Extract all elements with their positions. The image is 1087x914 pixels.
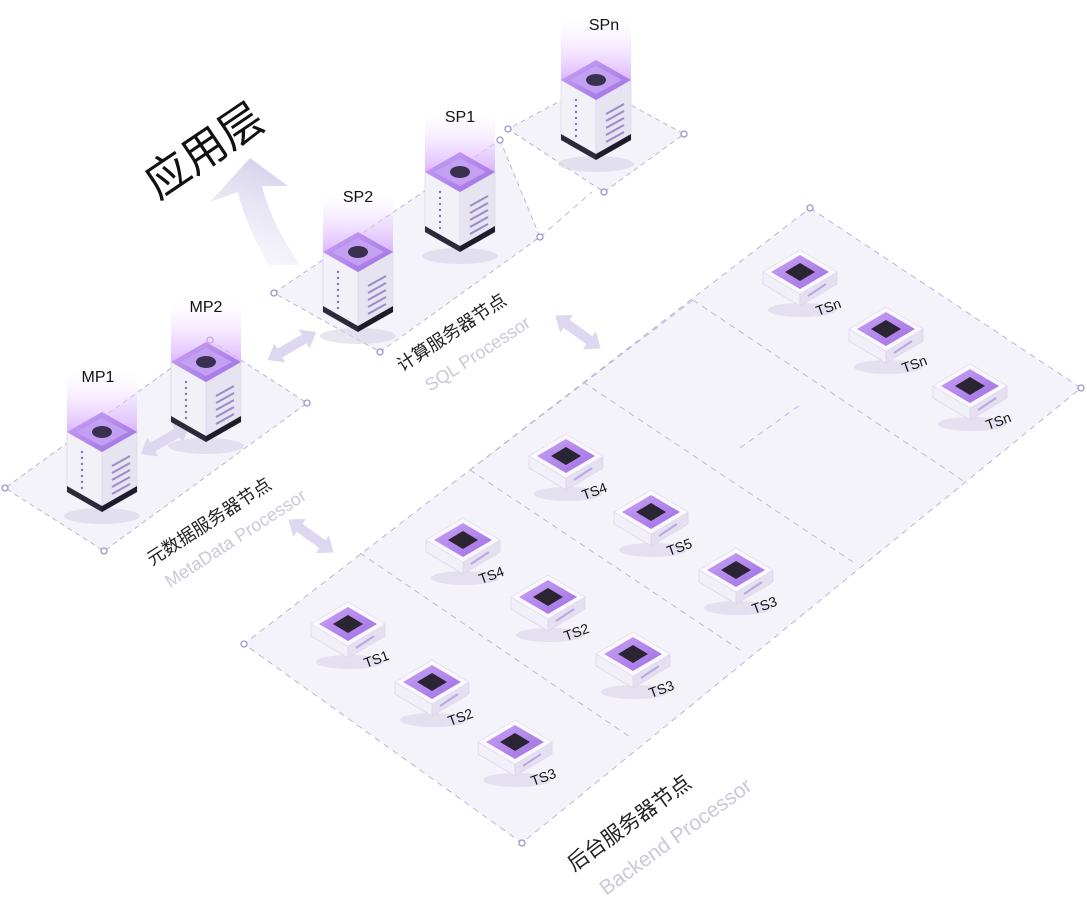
server-label: SP1	[445, 109, 475, 126]
server-mp2: MP2	[168, 299, 244, 454]
mp1-mp2-arrow	[140, 423, 190, 457]
server-label: MP2	[190, 299, 223, 316]
ts-node-ts1-a: TS1	[310, 601, 391, 671]
meta-sql-arrow	[267, 329, 317, 363]
server-label: MP1	[82, 369, 115, 386]
server-sp1: SP1	[422, 109, 498, 264]
server-towers: MP1 MP2 SP2 SP1 SPn	[64, 17, 634, 524]
ts-node-tsn-2: TSn	[848, 306, 929, 376]
ts-node-tsn-3: TSn	[932, 363, 1013, 433]
server-sp2: SP2	[320, 189, 396, 344]
plane-dividers	[359, 191, 969, 738]
app-layer-arrow	[210, 158, 300, 265]
server-mp1: MP1	[64, 369, 140, 524]
meta-backend-arrow	[288, 518, 334, 554]
ts-node-ts3-c: TS3	[698, 547, 779, 617]
sql-backend-arrow	[555, 314, 601, 350]
ts-node-ts4-b: TS4	[425, 517, 506, 587]
sql-plane	[273, 139, 541, 353]
server-spn: SPn	[558, 17, 634, 172]
ts-node-ts2-b: TS2	[510, 574, 591, 644]
plane-corner-dots	[1, 80, 1085, 847]
ts-node-ts5-c: TS5	[613, 489, 694, 559]
server-label: SPn	[589, 17, 619, 34]
ts-node-ts2-a: TS2	[394, 659, 475, 729]
ts-node-ts4-c: TS4	[528, 433, 609, 503]
ts-node-ts3-a: TS3	[477, 719, 558, 789]
double-arrows	[140, 314, 601, 554]
server-label: SP2	[343, 189, 373, 206]
